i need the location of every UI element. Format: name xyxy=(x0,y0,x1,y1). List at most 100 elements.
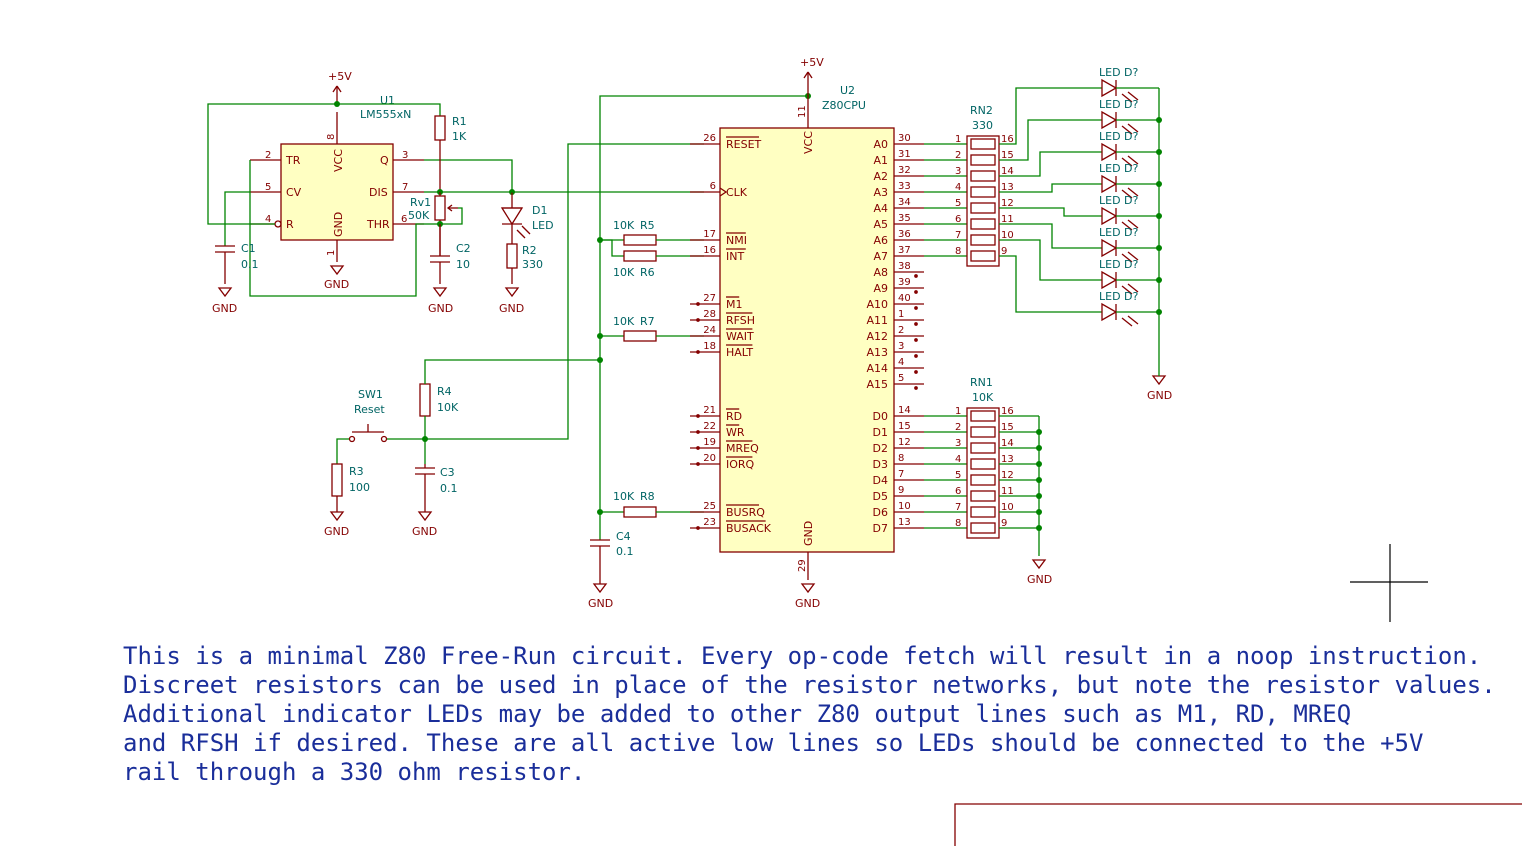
led-diode xyxy=(1101,238,1118,258)
r8-ref: R8 xyxy=(640,490,655,503)
svg-text:5: 5 xyxy=(265,182,271,193)
z80-pin-num: 1 xyxy=(898,309,904,320)
rn-pin-num: 11 xyxy=(1001,486,1014,497)
z80-pin-num: 21 xyxy=(703,405,716,416)
z80-pin-num: 31 xyxy=(898,149,911,160)
rn-pin-num: 12 xyxy=(1001,198,1014,209)
note-text-block: This is a minimal Z80 Free-Run circuit. … xyxy=(123,642,1496,786)
u2-gnd-pin-num: 29 xyxy=(797,559,808,572)
z80-pin-num: 8 xyxy=(898,453,904,464)
resistor-element xyxy=(970,490,996,502)
svg-text:GND: GND xyxy=(795,597,820,610)
rn-pin-num: 13 xyxy=(1001,454,1014,465)
z80-pin-num: 23 xyxy=(703,517,716,528)
svg-text:GND: GND xyxy=(324,278,349,291)
resistor-element xyxy=(970,170,996,182)
z80-pin-d2: D2 xyxy=(873,442,888,455)
led-diode xyxy=(1101,78,1118,98)
rn-pin-num: 7 xyxy=(955,230,961,241)
z80-pin-int: INT xyxy=(726,250,744,263)
note-line-3: Additional indicator LEDs may be added t… xyxy=(123,700,1351,728)
z80-pin-num: 10 xyxy=(898,501,911,512)
z80-pin-num: 14 xyxy=(898,405,911,416)
gnd-u1: GND xyxy=(324,265,349,291)
r6-value: 10K xyxy=(613,266,635,279)
z80-pin-num: 25 xyxy=(703,501,716,512)
led-diode xyxy=(1101,174,1118,194)
z80-pin-num: 28 xyxy=(703,309,716,320)
rv1-value: 50K xyxy=(408,209,430,222)
z80-pin-num: 32 xyxy=(898,165,911,176)
svg-text:GND: GND xyxy=(412,525,437,538)
u1-pin-vcc: VCC xyxy=(332,149,345,172)
u1-body[interactable] xyxy=(280,143,394,241)
reset-section: SW1 Reset R3 100 R4 10K C3 0.1 xyxy=(331,93,811,558)
z80-pin-d1: D1 xyxy=(873,426,888,439)
u2-value: Z80CPU xyxy=(822,99,866,112)
u2-plus5v-label: +5V xyxy=(800,56,824,69)
z80-pin-num: 40 xyxy=(898,293,911,304)
svg-text:3: 3 xyxy=(402,150,408,161)
rn2-value: 330 xyxy=(972,119,993,132)
rn2-ref: RN2 xyxy=(970,104,993,117)
note-line-5: rail through a 330 ohm resistor. xyxy=(123,758,585,786)
rn-pin-num: 12 xyxy=(1001,470,1014,481)
z80-pin-a15: A15 xyxy=(866,378,888,391)
led-diode xyxy=(1101,270,1118,290)
led-label: LED D? xyxy=(1099,162,1139,175)
z80-pin-num: 24 xyxy=(703,325,716,336)
u1-pin-thr: THR xyxy=(366,218,390,231)
rn-pin-num: 6 xyxy=(955,214,961,225)
rn-pin-num: 1 xyxy=(955,134,961,145)
z80-pin-a0: A0 xyxy=(873,138,888,151)
led-label: LED D? xyxy=(1099,98,1139,111)
gnd-c2: GND xyxy=(428,287,453,315)
gnd-u2: GND xyxy=(795,583,820,610)
rn-pin-num: 10 xyxy=(1001,502,1014,513)
z80-pin-d3: D3 xyxy=(873,458,888,471)
z80-pin-num: 39 xyxy=(898,277,911,288)
z80-pin-a3: A3 xyxy=(873,186,888,199)
c1-value: 0.1 xyxy=(241,258,259,271)
ground-symbols: GND GND GND GND GND GND GND xyxy=(212,265,1172,610)
svg-text:GND: GND xyxy=(212,302,237,315)
z80-pin-a4: A4 xyxy=(873,202,888,215)
svg-text:4: 4 xyxy=(265,214,271,225)
z80-pin-m1: M1 xyxy=(726,298,743,311)
rn1-ref: RN1 xyxy=(970,376,993,389)
title-block-border xyxy=(954,803,1522,846)
z80-pin-rd: RD xyxy=(726,410,742,423)
resistor-element xyxy=(970,426,996,438)
z80-pin-d5: D5 xyxy=(873,490,888,503)
rn1-value: 10K xyxy=(972,391,994,404)
z80-pin-num: 38 xyxy=(898,261,911,272)
resistor-element xyxy=(970,186,996,198)
z80-pin-num: 13 xyxy=(898,517,911,528)
gnd-r2: GND xyxy=(499,287,524,315)
resistor-element xyxy=(970,506,996,518)
z80-pin-num: 22 xyxy=(703,421,716,432)
rn-pin-num: 16 xyxy=(1001,134,1014,145)
z80-pin-wait: WAIT xyxy=(726,330,754,343)
u2-body[interactable] xyxy=(719,127,895,553)
z80-pin-a13: A13 xyxy=(866,346,888,359)
rn-pin-num: 6 xyxy=(955,486,961,497)
gnd-rn1: GND xyxy=(1027,559,1052,586)
z80-pin-a7: A7 xyxy=(873,250,888,263)
rn-pin-num: 8 xyxy=(955,246,961,257)
u2-ref: U2 xyxy=(840,84,855,97)
u2-vcc-pin-num: 11 xyxy=(797,105,808,118)
z80-pin-busrq: BUSRQ xyxy=(726,506,765,519)
led-label: LED D? xyxy=(1099,258,1139,271)
z80-pin-num: 4 xyxy=(898,357,904,368)
r6-ref: R6 xyxy=(640,266,655,279)
svg-text:7: 7 xyxy=(402,182,408,193)
resistor-element xyxy=(970,154,996,166)
z80-pin-num: 15 xyxy=(898,421,911,432)
z80-pin-num: 16 xyxy=(703,245,716,256)
led-label: LED D? xyxy=(1099,226,1139,239)
z80-pin-mreq: MREQ xyxy=(726,442,759,455)
